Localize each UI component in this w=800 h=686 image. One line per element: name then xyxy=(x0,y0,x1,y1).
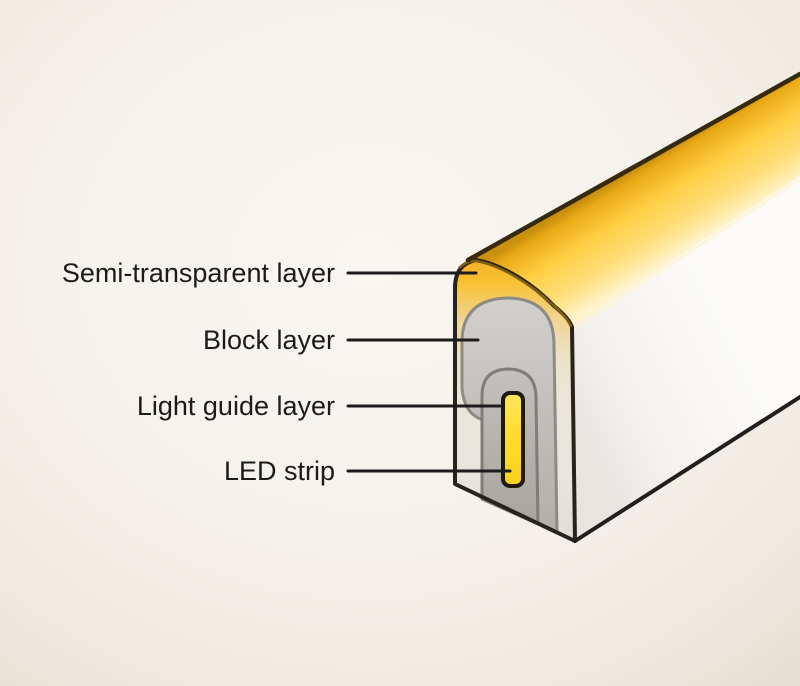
strip-side-face xyxy=(572,176,800,541)
strip-top-edge xyxy=(465,71,800,263)
label-semi-transparent-layer: Semi-transparent layer xyxy=(61,258,335,288)
top-edge-glow xyxy=(573,177,800,331)
label-led-strip: LED strip xyxy=(223,456,335,486)
label-block-layer: Block layer xyxy=(202,325,335,355)
led-strip-shape xyxy=(501,391,525,488)
strip-top-surface xyxy=(468,74,800,327)
label-light-guide-layer: Light guide layer xyxy=(136,391,335,421)
strip-bottom-edge xyxy=(573,395,800,543)
face-top-arc-highlight xyxy=(458,259,573,328)
